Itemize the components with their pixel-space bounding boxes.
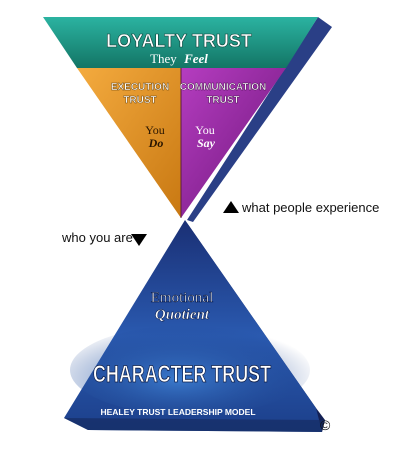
emotional-label: Emotional [151, 290, 214, 306]
down-triangle-marker-icon [131, 234, 147, 246]
they-word: They [150, 51, 177, 66]
right-caption: what people experience [242, 200, 380, 215]
left-caption: who you are [62, 230, 133, 245]
top-triangle-side [187, 17, 332, 222]
communication-trust-label: TRUST [206, 95, 239, 106]
top-triangle: LOYALTY TRUST They Feel EXECUTION TRUST … [43, 17, 332, 222]
communication-label: COMMUNICATION [180, 82, 266, 93]
quotient-label: Quotient [155, 307, 210, 323]
bottom-pyramid: Emotional Quotient CHARACTER TRUST HEALE… [64, 220, 325, 432]
character-trust-title: CHARACTER TRUST [93, 361, 271, 388]
you-do-pronoun: You [145, 123, 164, 137]
pyramid-highlight [70, 325, 310, 415]
up-triangle-marker-icon [223, 201, 239, 213]
you-say-pronoun: You [195, 123, 214, 137]
copyright-symbol: © [320, 417, 331, 433]
they-feel-label: They Feel [150, 51, 208, 66]
feel-word: Feel [183, 51, 208, 66]
loyalty-trust-title: LOYALTY TRUST [106, 31, 252, 51]
you-say-verb: Say [197, 136, 216, 150]
execution-label: EXECUTION [111, 82, 169, 93]
model-footer: HEALEY TRUST LEADERSHIP MODEL [100, 407, 255, 417]
loyalty-trust-band [43, 17, 318, 68]
communication-trust-section [181, 68, 286, 218]
pyramid-base-edge [64, 418, 325, 432]
execution-trust-section [77, 68, 181, 218]
execution-trust-label: TRUST [123, 95, 156, 106]
you-do-verb: Do [148, 136, 164, 150]
